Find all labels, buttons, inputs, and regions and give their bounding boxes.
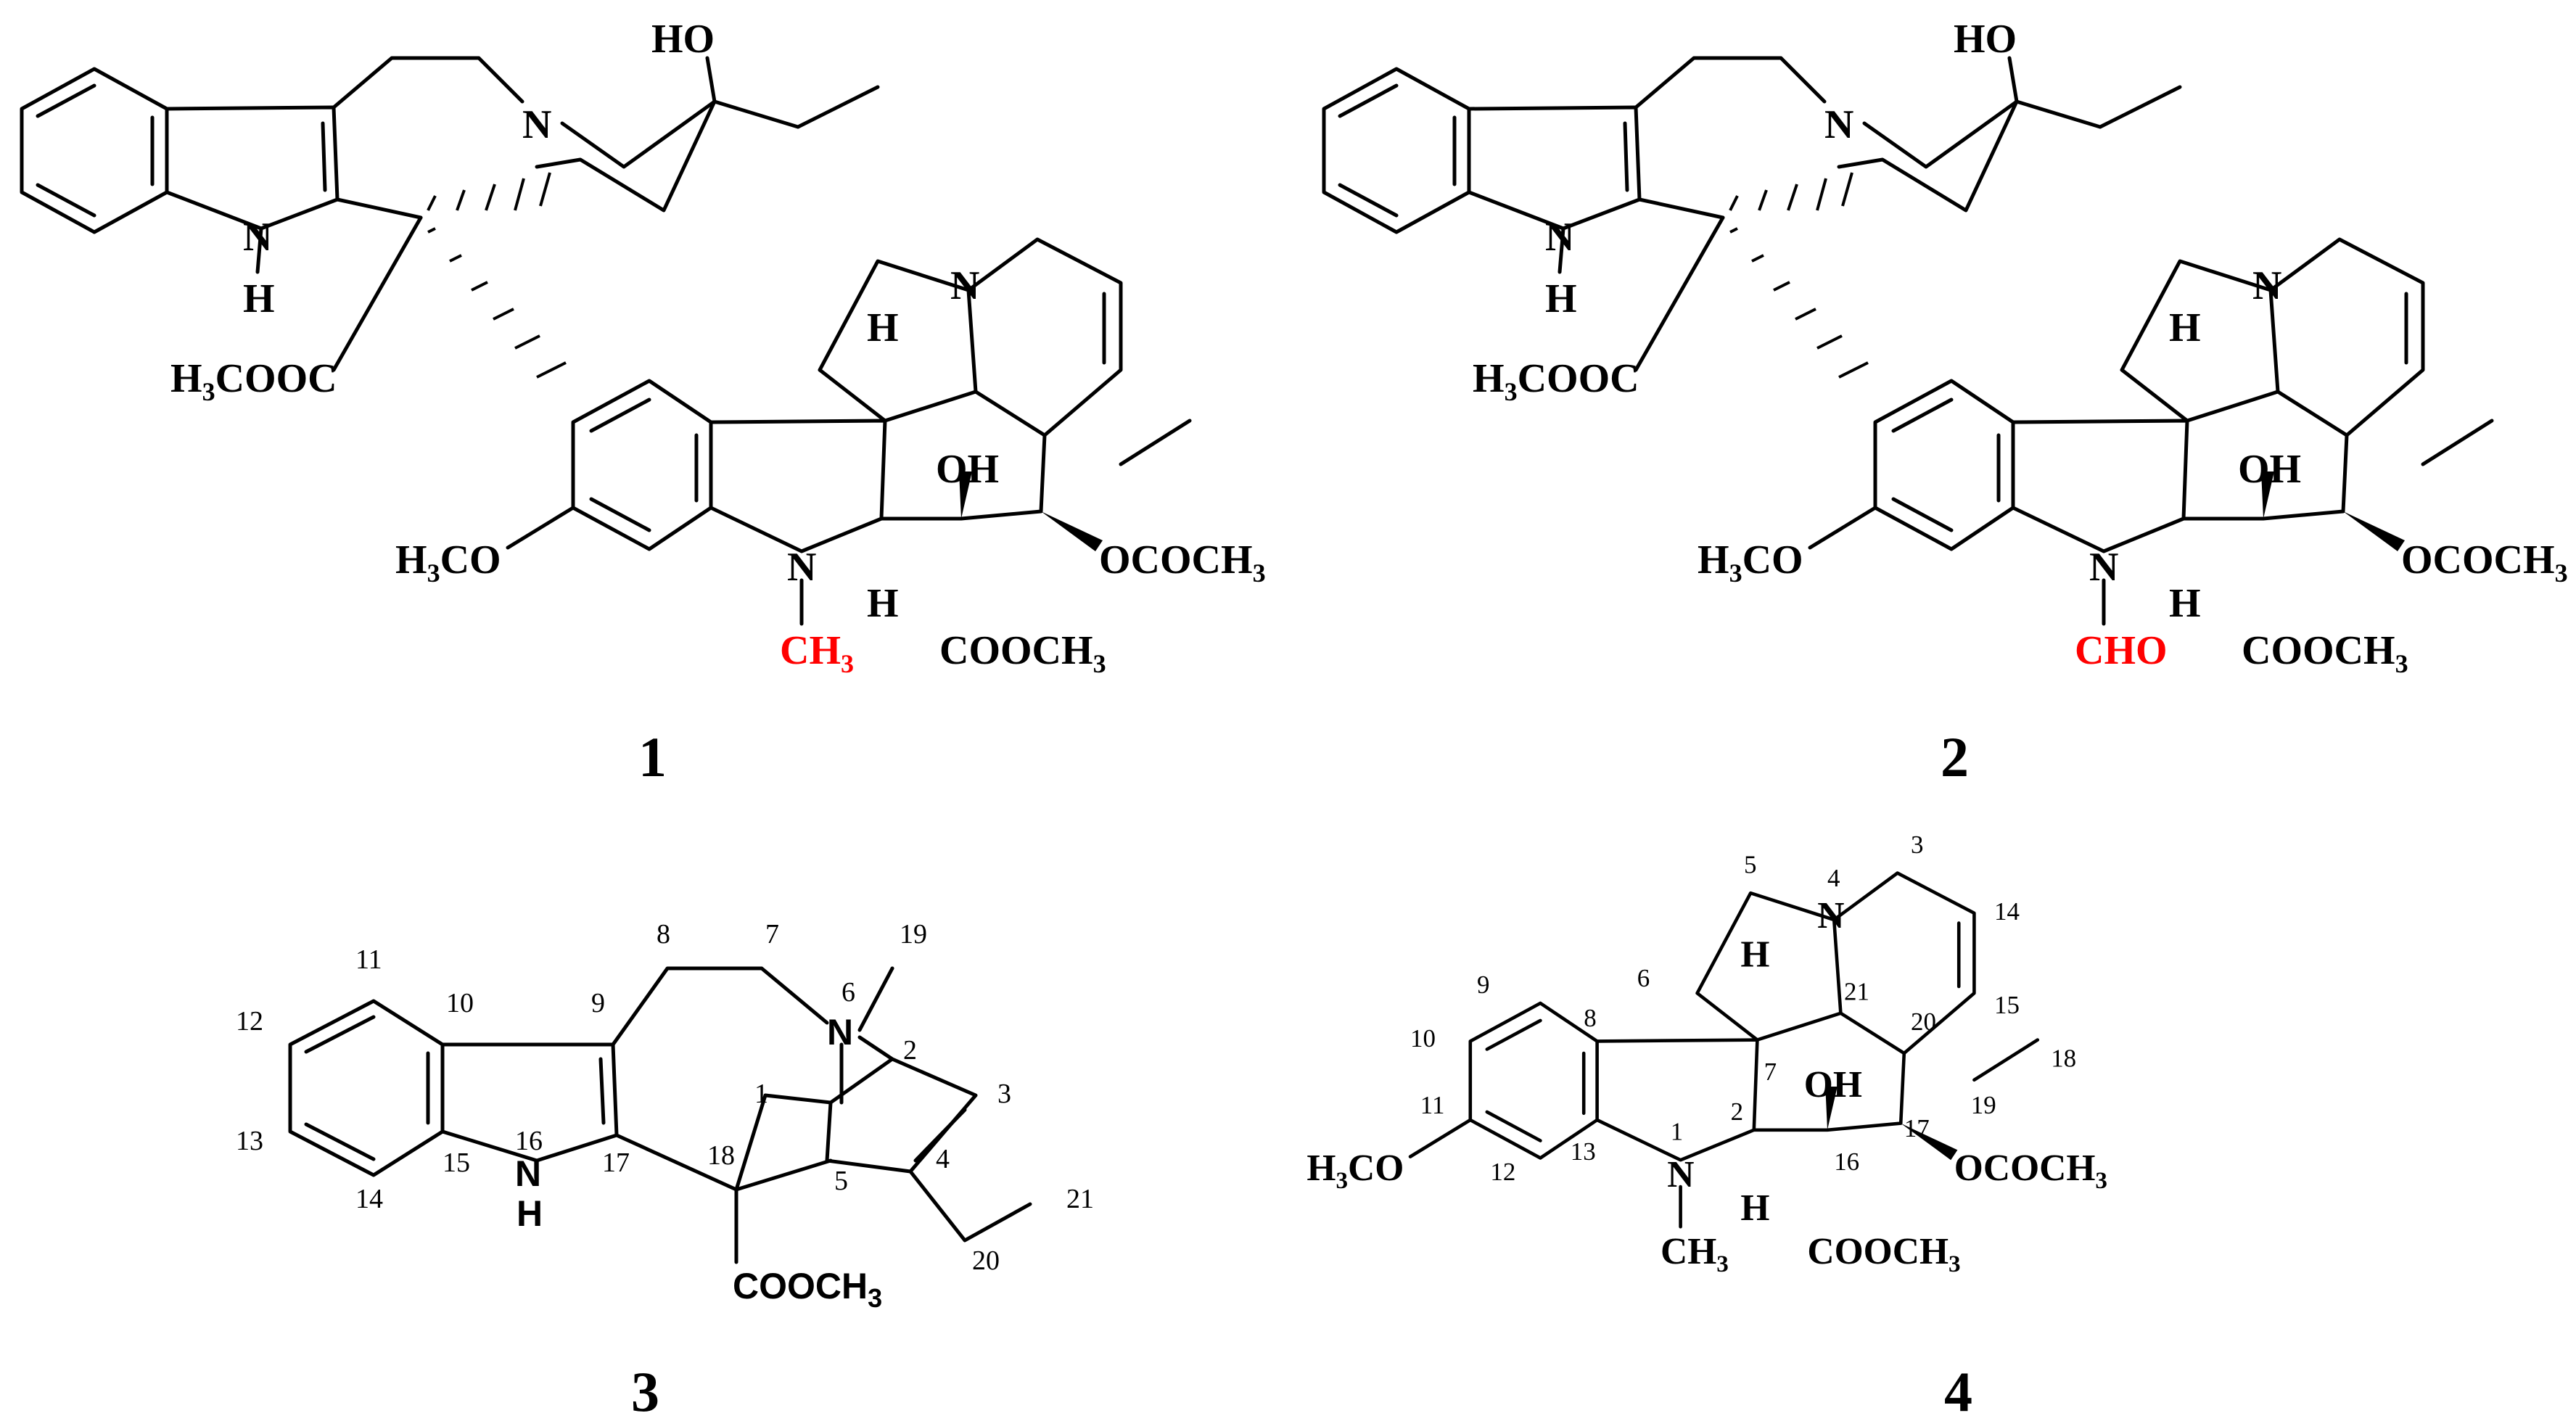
c3-num-9: 9	[591, 988, 605, 1018]
hashed-bond-junction	[1729, 227, 1869, 379]
c3-num-14: 14	[355, 1184, 383, 1214]
c1-ho-label: HO	[651, 17, 715, 62]
c3-num-3: 3	[997, 1079, 1011, 1109]
c4-num-15: 15	[1994, 991, 2020, 1019]
c4-num-3: 3	[1911, 831, 1923, 859]
c2-h-indole-label: H	[1545, 276, 1577, 321]
c4-num-8: 8	[1584, 1004, 1596, 1032]
c1-n-indole-label: N	[243, 215, 272, 260]
compound-4-structure: N H OH H3CO N H CH3 OCOCH3 COOCH3 1 2 3 …	[1306, 831, 2107, 1277]
c2-n-vind-label: N	[2252, 263, 2281, 308]
c4-num-9: 9	[1477, 971, 1489, 999]
c1-h-indole-label: H	[243, 276, 275, 321]
c1-n1-label: N	[787, 545, 816, 590]
c3-h-label: H	[517, 1193, 543, 1234]
c1-h-top-label: H	[867, 305, 899, 350]
c1-n-vind-label: N	[950, 263, 979, 308]
c2-n-indole-label: N	[1545, 215, 1574, 260]
c4-num-4: 4	[1827, 864, 1840, 892]
compound-1-structure: HO N N H H3COOC N H OH H3CO N H OCOCH3 C…	[20, 17, 1266, 788]
compound-3-structure: N N H COOCH3 1 2 3 4 5 6 7 8 9 10 11 12 …	[236, 919, 1094, 1421]
c2-ho-label: HO	[1954, 17, 2017, 62]
hashed-bond-c18	[1729, 172, 1853, 211]
c3-num-1: 1	[754, 1079, 768, 1109]
c3-num-17: 17	[602, 1148, 630, 1178]
c4-num-13: 13	[1571, 1137, 1596, 1166]
c4-num-7: 7	[1764, 1058, 1777, 1086]
c3-num-15: 15	[443, 1148, 470, 1178]
c4-h21-label: H	[1740, 934, 1769, 975]
c3-num-5: 5	[834, 1166, 848, 1196]
c3-num-10: 10	[446, 988, 474, 1018]
c2-n-formyl-label: CHO	[2075, 628, 2168, 673]
c1-cooch3-label: COOCH3	[939, 628, 1106, 678]
c4-n4-label: N	[1817, 895, 1844, 936]
c3-num-6: 6	[841, 977, 855, 1008]
c4-acetate-label: OCOCH3	[1954, 1148, 2107, 1194]
c4-n1-label: N	[1667, 1154, 1694, 1195]
compound-1-number: 1	[638, 725, 667, 788]
c4-num-21: 21	[1844, 977, 1869, 1005]
c2-n-top-label: N	[1824, 102, 1853, 147]
c3-num-16: 16	[515, 1126, 543, 1156]
c3-num-21: 21	[1066, 1184, 1094, 1214]
c1-acetate-label: OCOCH3	[1099, 537, 1266, 588]
c2-n1-label: N	[2089, 545, 2118, 590]
compound-4-number: 4	[1944, 1360, 1972, 1421]
hashed-bond-junction	[427, 227, 567, 379]
c4-num-17: 17	[1904, 1114, 1930, 1142]
c4-methyl-label: CH3	[1661, 1231, 1729, 1277]
c4-num-12: 12	[1490, 1158, 1515, 1186]
c4-num-19: 19	[1971, 1091, 1996, 1119]
c3-num-7: 7	[765, 919, 779, 950]
compound-3-number: 3	[631, 1360, 659, 1421]
c1-oh-label: OH	[936, 447, 999, 492]
c3-num-8: 8	[657, 919, 670, 950]
c1-n-top-label: N	[522, 102, 551, 147]
c2-oh-label: OH	[2238, 447, 2301, 492]
c4-num-20: 20	[1911, 1008, 1936, 1036]
c1-ester-label: H3COOC	[170, 356, 337, 406]
c1-methoxy-label: H3CO	[395, 537, 501, 588]
c2-h-top-label: H	[2169, 305, 2201, 350]
c4-num-10: 10	[1410, 1024, 1436, 1053]
c2-acetate-label: OCOCH3	[2401, 537, 2568, 588]
compound-2-number: 2	[1941, 725, 1969, 788]
c4-cooch3-label: COOCH3	[1807, 1231, 1960, 1277]
c3-num-4: 4	[936, 1144, 950, 1174]
c4-num-5: 5	[1744, 851, 1756, 879]
hashed-bond-c18	[427, 172, 551, 211]
c3-n6-label: N	[827, 1012, 853, 1053]
c4-num-18: 18	[2051, 1044, 2076, 1072]
c4-oh-label: OH	[1804, 1064, 1862, 1105]
c2-ester-label: H3COOC	[1473, 356, 1639, 406]
c2-h-bottom-label: H	[2169, 581, 2201, 626]
c4-methoxy-label: H3CO	[1306, 1148, 1404, 1194]
c4-num-16: 16	[1834, 1148, 1859, 1176]
c4-num-11: 11	[1420, 1091, 1445, 1119]
c3-num-20: 20	[972, 1245, 1000, 1276]
c3-num-13: 13	[236, 1126, 263, 1156]
c2-cooch3-label: COOCH3	[2242, 628, 2408, 678]
c4-num-6: 6	[1637, 964, 1650, 992]
c1-n-methyl-label: CH3	[780, 628, 854, 678]
c3-num-19: 19	[900, 919, 927, 950]
c4-num-14: 14	[1994, 897, 2020, 926]
c1-h-bottom-label: H	[867, 581, 899, 626]
c3-nh-label: N	[515, 1153, 541, 1194]
c4-num-1: 1	[1671, 1118, 1683, 1146]
c4-num-2: 2	[1731, 1097, 1743, 1126]
c4-h2-label: H	[1740, 1187, 1769, 1229]
compound-2-structure: HO N N H H3COOC N H OH H3CO N H OCOCH3 C…	[1322, 17, 2568, 788]
c3-ester-label: COOCH3	[733, 1266, 882, 1313]
c3-num-18: 18	[707, 1140, 735, 1171]
c3-num-12: 12	[236, 1006, 263, 1037]
c3-num-11: 11	[355, 944, 382, 975]
c2-methoxy-label: H3CO	[1698, 537, 1803, 588]
c3-num-2: 2	[903, 1035, 917, 1066]
